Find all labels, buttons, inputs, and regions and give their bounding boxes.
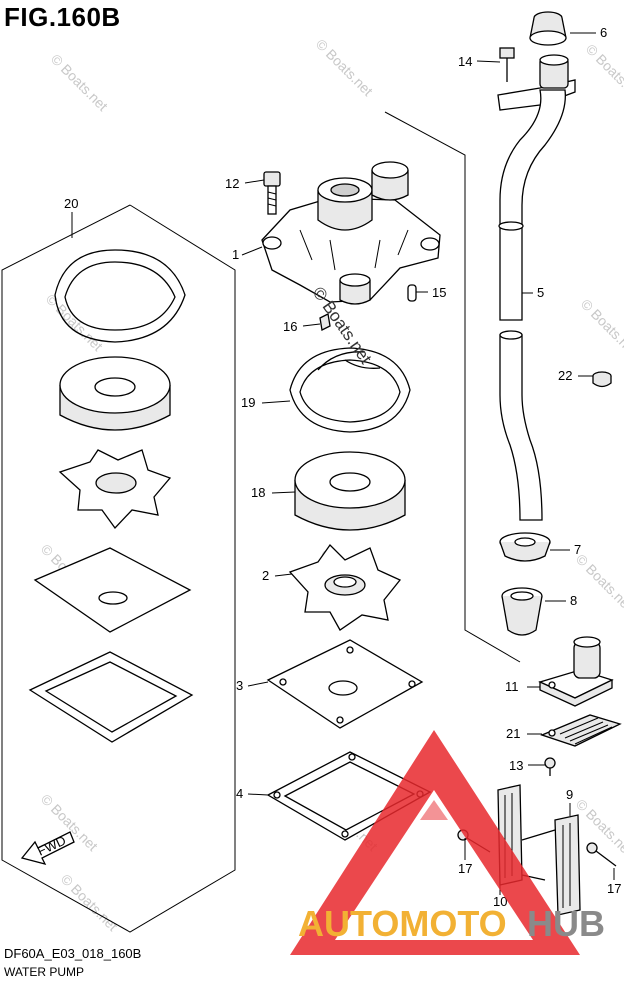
logo-word-a: AUTOMOTO — [298, 903, 507, 944]
diagram-subtitle: WATER PUMP — [4, 965, 84, 979]
callout-label: 20 — [64, 196, 78, 211]
watermark-text: © Boats.net — [573, 551, 624, 614]
callout-label: 3 — [236, 678, 243, 693]
logo-triangle-icon — [290, 730, 580, 955]
callout-label: 8 — [570, 593, 577, 608]
key-part — [319, 313, 331, 331]
watermark-text: © Boats.net — [578, 296, 624, 359]
fitting-part — [538, 636, 614, 707]
callout-label: 7 — [574, 542, 581, 557]
grommet-part — [529, 11, 567, 46]
hose-grommet-part — [499, 532, 551, 562]
housing-bolt-part — [263, 171, 281, 215]
assembly-bracket-lines — [1, 111, 521, 933]
logo-word-b: HUB — [527, 903, 605, 944]
callout-label: 14 — [458, 54, 472, 69]
figure-title: FIG.160B — [4, 2, 121, 32]
callout-label: 13 — [509, 758, 523, 773]
callout-label: 17 — [458, 861, 472, 876]
watermark-text: © Boats.net — [583, 41, 624, 104]
callout-label: 11 — [505, 679, 519, 694]
callout-label: 17 — [607, 881, 621, 896]
fwd-label: FWD — [35, 833, 68, 859]
watermark-text: © Boats.net — [58, 871, 121, 934]
watermark-text: © Boats.net — [313, 36, 376, 99]
callout-label: 9 — [566, 787, 573, 802]
screen-plate-part — [540, 714, 622, 747]
watermark-text: © Boats.net — [43, 291, 106, 354]
impeller-part — [288, 543, 402, 631]
callout-label: 10 — [493, 894, 507, 909]
diagram-code: DF60A_E03_018_160B — [4, 946, 142, 961]
wear-plate-part — [266, 639, 424, 729]
callout-label: 4 — [236, 786, 243, 801]
dowel-pin-part — [407, 284, 417, 302]
callout-label: 2 — [262, 568, 269, 583]
callout-labels: 1 2 3 4 5 6 7 8 9 10 11 12 13 14 15 16 1… — [64, 25, 621, 909]
callout-label: 16 — [283, 319, 297, 334]
automotohub-logo: AUTOMOTO HUB — [290, 730, 605, 955]
watermark-text: © Boats.net — [573, 796, 624, 859]
impeller-case-part — [294, 451, 406, 531]
water-hose-part — [498, 89, 566, 521]
liner-part — [289, 347, 411, 433]
callout-label: 18 — [251, 485, 265, 500]
small-bolt-part — [544, 757, 556, 776]
callout-label: 6 — [600, 25, 607, 40]
callout-label: 12 — [225, 176, 239, 191]
watermark-text: © Boats.net — [48, 51, 111, 114]
callout-label: 15 — [432, 285, 446, 300]
sleeve-part — [501, 587, 543, 636]
forward-arrow: FWD — [20, 831, 75, 865]
bolt-bracket-part — [497, 47, 576, 111]
callout-label: 22 — [558, 368, 572, 383]
pump-housing-part — [261, 161, 441, 305]
callout-label: 1 — [232, 247, 239, 262]
inset-kit-part — [28, 249, 194, 743]
callout-label: 19 — [241, 395, 255, 410]
callout-label: 21 — [506, 726, 520, 741]
collar-part — [592, 371, 612, 388]
callout-label: 5 — [537, 285, 544, 300]
